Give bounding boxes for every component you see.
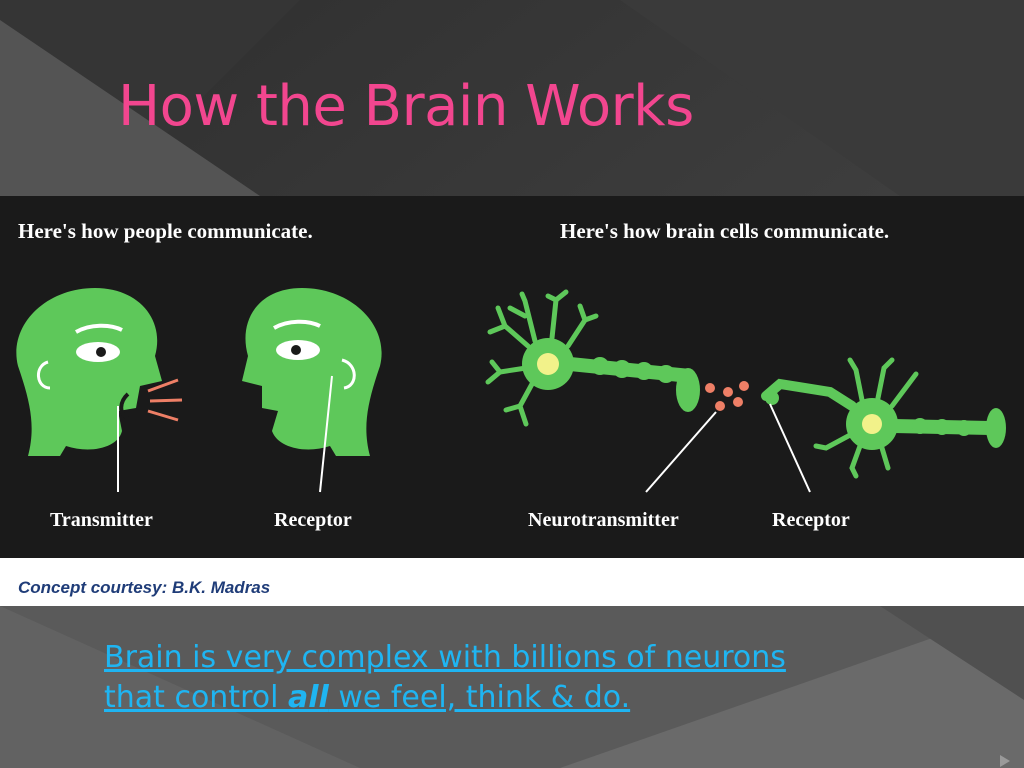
neuron-icon <box>761 357 1006 479</box>
bullet-arrow-icon <box>1000 755 1010 767</box>
brain-communication-figure: Here's how people communicate. Here's ho… <box>0 196 1024 606</box>
head-icon <box>242 288 382 493</box>
caption-line-1: Brain is very complex with billions of n… <box>104 640 786 675</box>
credit-text: Concept courtesy: B.K. Madras <box>18 578 270 597</box>
neurotransmitter-dots <box>705 381 749 411</box>
figure-panel <box>0 196 1024 558</box>
head-icon <box>16 288 162 492</box>
slide-title: How the Brain Works <box>118 74 694 139</box>
caption-link[interactable]: Brain is very complex with billions of n… <box>104 638 924 718</box>
caption-line-2-start: that control <box>104 680 288 715</box>
sound-waves-icon <box>147 378 183 422</box>
label-receptor-right: Receptor <box>772 509 850 531</box>
neuron-icon <box>485 289 700 427</box>
label-neurotransmitter: Neurotransmitter <box>528 509 679 531</box>
label-transmitter: Transmitter <box>50 509 153 531</box>
credit-strip <box>0 558 1024 606</box>
label-receptor-left: Receptor <box>274 509 352 531</box>
right-heading: Here's how brain cells communicate. <box>560 219 889 243</box>
left-heading: Here's how people communicate. <box>18 219 313 243</box>
caption-line-2-end: we feel, think & do. <box>328 680 631 715</box>
caption-emphasis: all <box>287 680 329 715</box>
